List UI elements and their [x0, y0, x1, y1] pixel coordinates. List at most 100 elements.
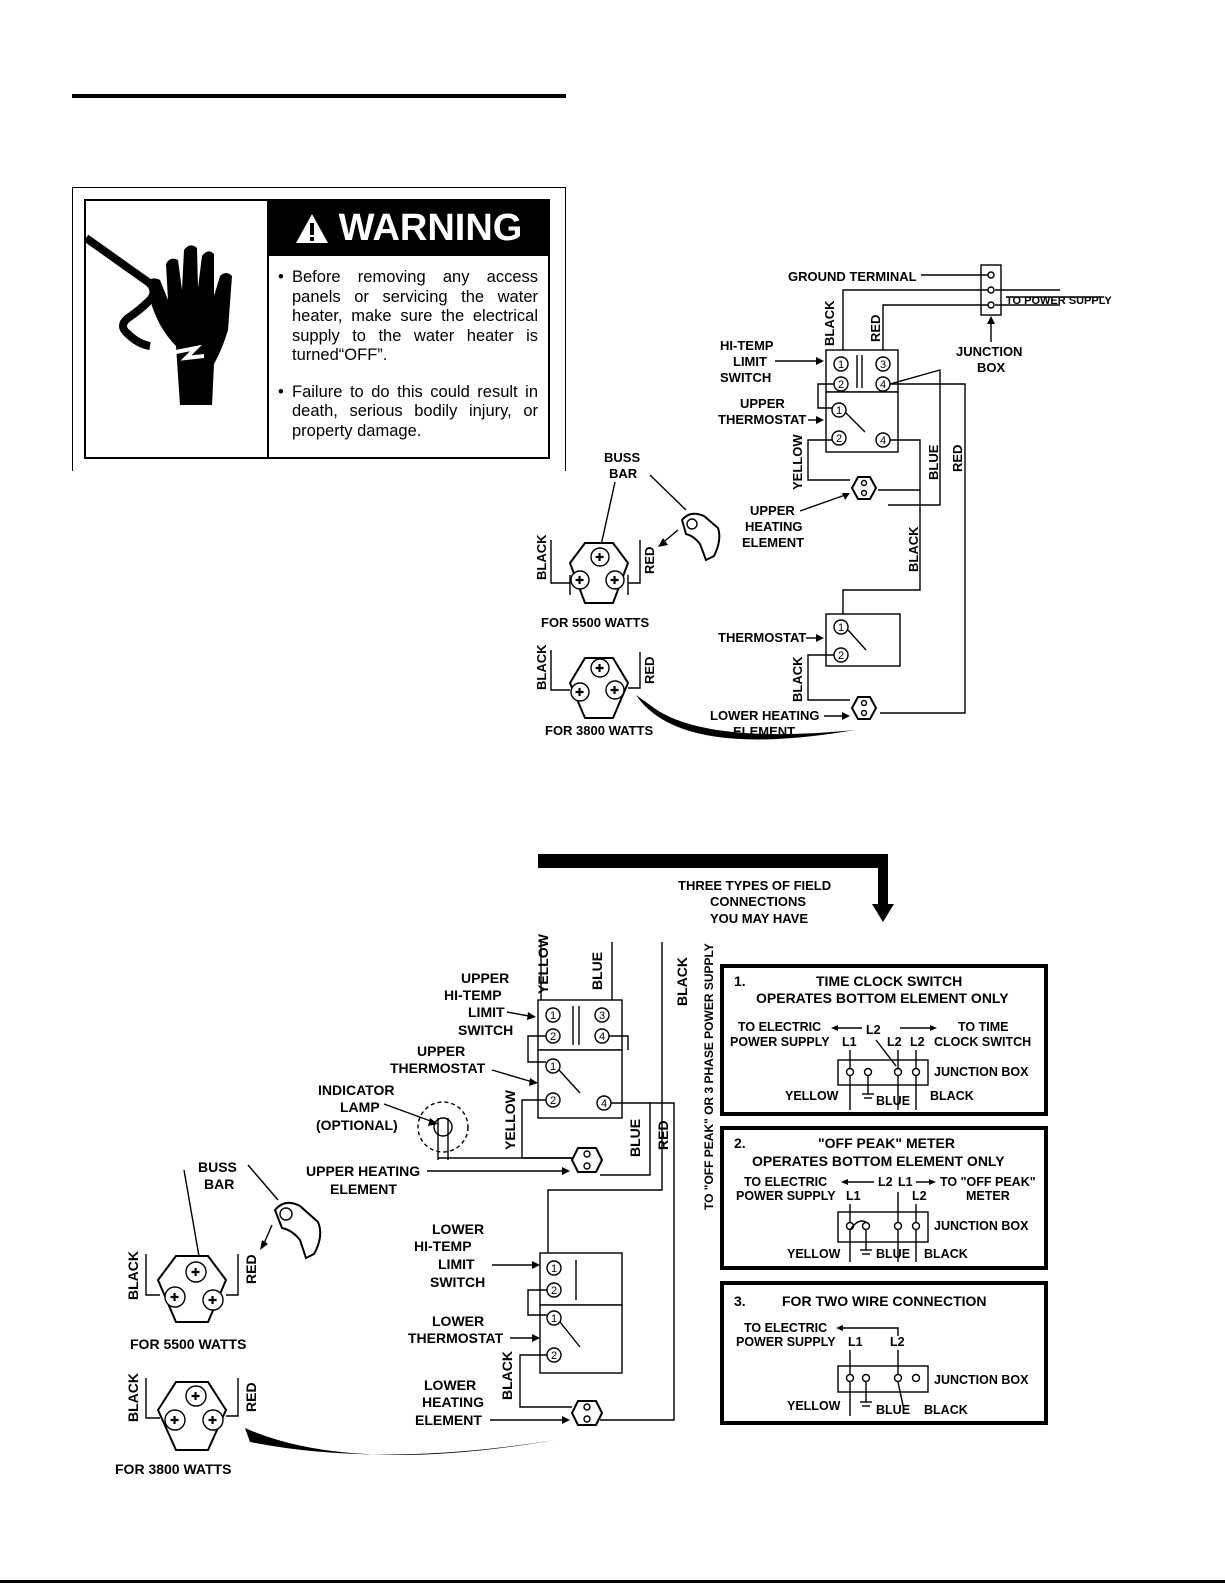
svg-text:3: 3 [599, 1010, 605, 1022]
svg-text:✚: ✚ [191, 1391, 200, 1403]
bottom-curved-arrow [245, 1428, 555, 1455]
svg-text:2: 2 [838, 650, 844, 662]
panel-2-l1: L1 [846, 1189, 861, 1203]
top-black-wire-label: BLACK [822, 300, 837, 346]
panel-2-right-1: TO "OFF PEAK" [940, 1175, 1036, 1189]
svg-text:2: 2 [551, 1350, 557, 1362]
svg-text:1: 1 [550, 1010, 556, 1022]
indicator-lamp-icon [417, 1101, 469, 1153]
bottom-upper-hi-temp-label-2: HI-TEMP [444, 987, 502, 1003]
indicator-lamp-label-1: INDICATOR [318, 1082, 394, 1098]
svg-text:2: 2 [551, 1285, 557, 1297]
bottom-lower-hi-temp-label-3: LIMIT [438, 1256, 475, 1272]
warning-bullet-1: Before removing any access panels or ser… [278, 268, 538, 366]
top-element-5500-icon: ✚ ✚ ✚ [568, 542, 630, 604]
top-5500-black-label: BLACK [534, 534, 549, 580]
svg-text:3: 3 [880, 359, 886, 371]
panel-1-l2-a: L2 [887, 1035, 902, 1049]
svg-text:2: 2 [838, 379, 844, 391]
svg-text:1: 1 [838, 359, 844, 371]
top-upper-element-label-3: ELEMENT [742, 535, 804, 550]
svg-text:4: 4 [880, 435, 886, 447]
top-buss-bar-label-1: BUSS [604, 450, 640, 465]
bottom-for-5500-label: FOR 5500 WATTS [130, 1336, 246, 1352]
bottom-3800-black-label: BLACK [125, 1373, 141, 1422]
svg-text:✚: ✚ [191, 1267, 200, 1279]
bottom-lower-thermostat-label-1: LOWER [432, 1313, 484, 1329]
panel-2-black: BLACK [924, 1247, 968, 1261]
panel-1-right-2: CLOCK SWITCH [934, 1035, 1031, 1049]
panel-1-right-1: TO TIME [958, 1020, 1008, 1034]
svg-text:2: 2 [836, 433, 842, 445]
top-to-power-supply-label: TO POWER SUPPLY [1006, 295, 1112, 307]
field-connections-label-2: CONNECTIONS [710, 894, 806, 909]
svg-text:✚: ✚ [170, 1292, 179, 1304]
top-yellow-wire-label: YELLOW [790, 434, 805, 490]
panel-2-right-2: METER [966, 1189, 1010, 1203]
panel-2-yellow: YELLOW [787, 1247, 841, 1261]
top-upper-thermostat-label-2: THERMOSTAT [718, 412, 806, 427]
svg-text:✚: ✚ [575, 575, 584, 587]
top-5500-red-label: RED [642, 547, 657, 574]
panel-1-left-1: TO ELECTRIC [738, 1020, 821, 1034]
top-lower-heating-element [850, 696, 878, 720]
panel-3-black: BLACK [924, 1403, 968, 1417]
bottom-5500-black-label: BLACK [125, 1251, 141, 1300]
warning-box [84, 199, 550, 459]
svg-text:1: 1 [551, 1313, 557, 1325]
panel-2-number: 2. [734, 1135, 746, 1151]
warning-outer-frame [72, 187, 566, 471]
field-connections-label-3: YOU MAY HAVE [710, 911, 808, 926]
bottom-upper-heating-element [570, 1147, 604, 1173]
panel-3-l2: L2 [890, 1335, 905, 1349]
bottom-element-5500-icon: ✚ ✚ ✚ [156, 1255, 228, 1323]
panel-1-l2-top: L2 [866, 1023, 881, 1037]
bottom-upper-hi-temp-label-1: UPPER [461, 970, 509, 986]
panel-2-title-2: OPERATES BOTTOM ELEMENT ONLY [752, 1153, 1005, 1169]
bottom-buss-bar-label-2: BAR [204, 1176, 234, 1192]
warning-bullet-2: Failure to do this could result in death… [278, 383, 538, 442]
panel-1-black: BLACK [930, 1089, 974, 1103]
top-lower-element-label-1: LOWER HEATING [710, 708, 820, 723]
panel-2-left-1: TO ELECTRIC [744, 1175, 827, 1189]
top-buss-bar-icon [658, 512, 721, 562]
panel-1-title-2: OPERATES BOTTOM ELEMENT ONLY [756, 990, 1009, 1006]
panel-1-blue: BLUE [876, 1094, 910, 1108]
warning-list: Before removing any access panels or ser… [278, 268, 538, 458]
indicator-lamp-label-2: LAMP [340, 1099, 380, 1115]
bottom-yellow-supply-label: YELLOW [535, 933, 551, 994]
top-upper-element-label-1: UPPER [750, 503, 795, 518]
top-rule [72, 94, 566, 98]
bottom-lower-heating-element [570, 1400, 604, 1426]
top-hi-temp-label-2: LIMIT [733, 354, 767, 369]
bottom-black-wire-label: BLACK [499, 1351, 515, 1400]
panel-3-blue: BLUE [876, 1403, 910, 1417]
panel-1-l1: L1 [842, 1035, 857, 1049]
bottom-5500-red-label: RED [243, 1254, 259, 1284]
panel-1-left-2: POWER SUPPLY [730, 1035, 830, 1049]
top-junction-label-2: BOX [977, 360, 1006, 375]
panel-2-l2: L2 [912, 1189, 927, 1203]
panel-2-left-2: POWER SUPPLY [736, 1189, 836, 1203]
warning-banner: WARNING [269, 201, 548, 256]
bottom-upper-thermostat-label-1: UPPER [417, 1043, 465, 1059]
svg-text:1: 1 [551, 1263, 557, 1275]
bottom-buss-bar-icon [260, 1201, 322, 1260]
connection-panel-3: 3. FOR TWO WIRE CONNECTION TO ELECTRIC P… [720, 1281, 1048, 1425]
svg-text:4: 4 [599, 1031, 605, 1043]
bottom-lower-hi-temp-label-4: SWITCH [430, 1274, 485, 1290]
panel-3-junction-label: JUNCTION BOX [934, 1373, 1029, 1387]
top-upper-heating-element [850, 476, 878, 500]
svg-text:1: 1 [838, 622, 844, 634]
svg-text:4: 4 [601, 1098, 607, 1110]
panel-2-junction-label: JUNCTION BOX [934, 1219, 1029, 1233]
bottom-rule [0, 1580, 1225, 1583]
bottom-3800-red-label: RED [243, 1382, 259, 1412]
panel-1-number: 1. [734, 973, 746, 989]
connection-panel-2: 2. "OFF PEAK" METER OPERATES BOTTOM ELEM… [720, 1126, 1048, 1270]
top-upper-thermostat-label-1: UPPER [740, 396, 785, 411]
svg-text:1: 1 [550, 1061, 556, 1073]
bottom-blue-supply-label: BLUE [589, 952, 605, 990]
bottom-lower-element-label-1: LOWER [424, 1377, 476, 1393]
svg-text:✚: ✚ [595, 663, 604, 675]
